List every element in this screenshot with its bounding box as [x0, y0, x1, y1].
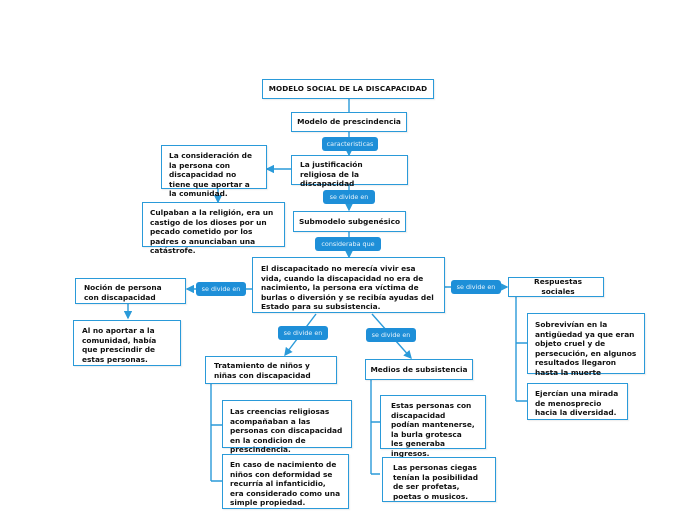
- node-medios-subsistencia[interactable]: Medios de subsistencia: [365, 359, 473, 380]
- node-justificacion-religiosa[interactable]: La justificación religiosa de la discapa…: [291, 155, 408, 188]
- node-nacimiento[interactable]: En caso de nacimiento de niños con defor…: [222, 454, 349, 509]
- node-personas-ciegas[interactable]: Las personas ciegas tenían la posibilida…: [382, 457, 496, 502]
- label-se-divide-en-down-left[interactable]: se divide en: [278, 326, 328, 340]
- link-tratamiento-children: [210, 384, 222, 482]
- node-sobrevivian[interactable]: Sobrevivían en la antigüedad ya que eran…: [527, 313, 645, 377]
- node-al-no-aportar[interactable]: Al no aportar a la comunidad, había que …: [73, 320, 181, 366]
- label-se-divide-en-left[interactable]: se divide en: [196, 282, 246, 296]
- node-respuestas-sociales[interactable]: Respuestas sociales: [508, 277, 604, 297]
- label-se-divide-en-1[interactable]: se divide en: [323, 190, 375, 204]
- node-estas-personas[interactable]: Estas personas con discapacidad podían m…: [380, 395, 486, 458]
- node-nocion-persona[interactable]: Noción de persona con discapacidad: [75, 278, 186, 304]
- node-submodelo-subgenesico[interactable]: Submodelo subgenésico: [293, 211, 406, 232]
- node-modelo-social[interactable]: MODELO SOCIAL DE LA DISCAPACIDAD: [262, 79, 434, 99]
- node-modelo-prescindencia[interactable]: Modelo de prescindencia: [291, 112, 407, 132]
- node-discapacitado[interactable]: El discapacitado no merecía vivir esa vi…: [252, 257, 445, 313]
- link-respuestas-children: [515, 297, 527, 402]
- link-medios-children: [370, 380, 380, 475]
- label-se-divide-en-right[interactable]: se divide en: [451, 280, 501, 294]
- node-creencias[interactable]: Las creencias religiosas acompañaban a l…: [222, 400, 352, 454]
- label-caracteristicas[interactable]: caracteristicas: [322, 137, 378, 151]
- node-culpaban[interactable]: Culpaban a la religión, era un castigo d…: [142, 202, 285, 255]
- node-consideracion[interactable]: La consideración de la persona con disca…: [161, 145, 267, 198]
- label-consideraba-que[interactable]: consideraba que: [315, 237, 381, 251]
- node-tratamiento[interactable]: Tratamiento de niños y niñas con discapa…: [205, 356, 337, 384]
- node-ejercian[interactable]: Ejercían una mirada de menosprecio hacia…: [527, 383, 628, 420]
- label-se-divide-en-down-right[interactable]: se divide en: [366, 328, 416, 342]
